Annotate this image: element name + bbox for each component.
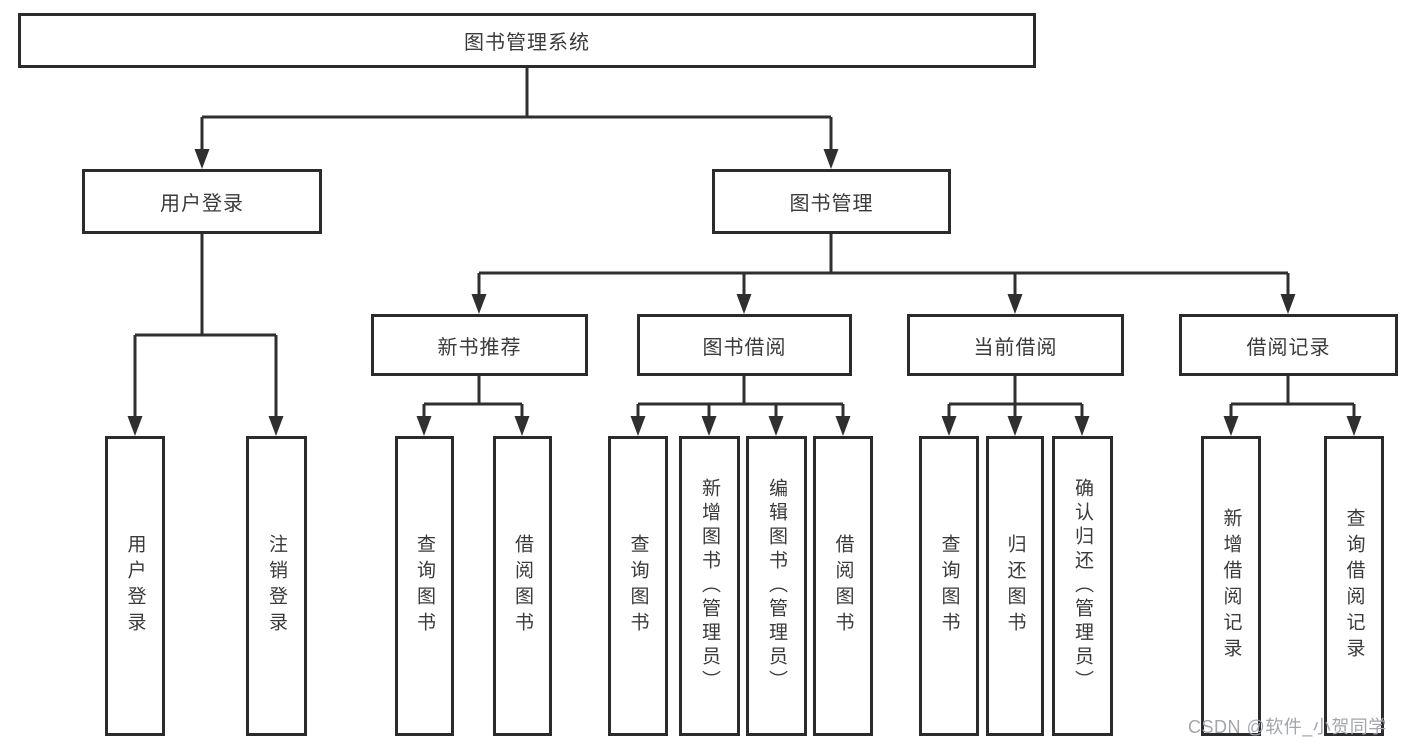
leaf-edit-books-admin: 编辑图书（管理员） [746,436,807,736]
connector-records-trunk [1231,376,1354,406]
node-borrowing-records: 借阅记录 [1179,314,1398,376]
leaf-logout: 注销登录 [246,436,307,736]
connector-current-trunk [949,376,1082,406]
leaf-add-borrow-record: 新增借阅记录 [1201,436,1261,736]
connector-book-management-trunk [479,234,1288,275]
leaf-borrow-books-borrowing: 借阅图书 [813,436,873,736]
connector-borrowing-trunk [638,376,843,406]
connector-user-login-trunk [135,234,276,337]
arrowheads [127,149,1362,436]
leaf-query-books-recommend: 查询图书 [395,436,454,736]
leaf-add-books-admin: 新增图书（管理员） [679,436,740,736]
leaf-return-books: 归还图书 [986,436,1044,736]
leaf-query-borrow-record: 查询借阅记录 [1324,436,1384,736]
leaf-confirm-return-admin: 确认归还（管理员） [1052,436,1113,736]
connector-recommend-trunk [424,376,522,406]
node-book-borrowing: 图书借阅 [637,314,852,376]
leaf-borrow-books-recommend: 借阅图书 [493,436,552,736]
leaf-query-books-current: 查询图书 [919,436,979,736]
leaf-query-books-borrowing: 查询图书 [608,436,668,736]
csdn-watermark: CSDN @软件_小贺同学 [1188,717,1387,737]
node-current-borrowing: 当前借阅 [907,314,1124,376]
node-user-login: 用户登录 [82,169,322,234]
node-book-management: 图书管理 [712,169,951,234]
connector-root-trunk [202,68,831,119]
node-library-system: 图书管理系统 [18,13,1036,68]
leaf-user-login: 用户登录 [105,436,165,736]
node-new-book-recommendation: 新书推荐 [371,314,588,376]
